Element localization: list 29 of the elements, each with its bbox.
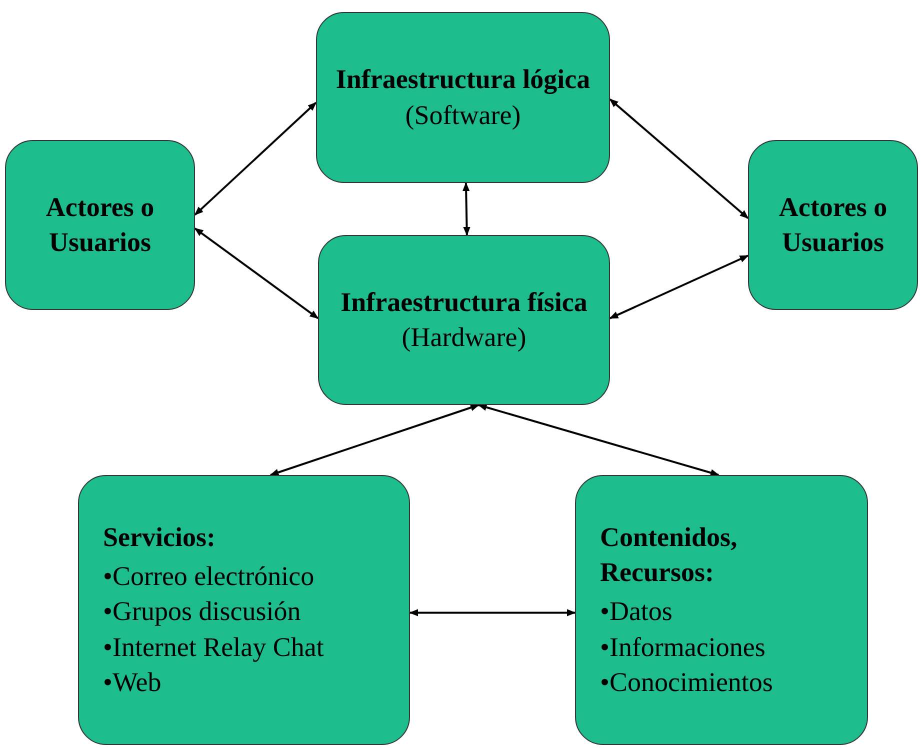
double-arrow	[194, 102, 317, 216]
process-box	[316, 12, 610, 183]
double-arrow	[270, 404, 480, 476]
box-heading: Infraestructura lógica	[336, 63, 590, 96]
double-arrow	[462, 182, 470, 236]
process-box	[748, 140, 918, 310]
list-item: •Internet Relay Chat	[103, 630, 324, 664]
box-subtitle: (Hardware)	[402, 321, 526, 354]
box-heading: Contenidos, Recursos:	[600, 521, 738, 590]
double-arrow	[478, 404, 720, 476]
box-heading: Actores o Usuarios	[778, 190, 888, 259]
double-arrow	[409, 609, 576, 616]
box-subtitle: (Software)	[405, 98, 521, 132]
list-item: •Conocimientos	[600, 666, 773, 699]
list-item: •Datos	[600, 595, 672, 628]
process-box	[318, 235, 610, 405]
double-arrow	[609, 254, 749, 320]
process-box	[575, 475, 868, 745]
box-heading: Servicios:	[103, 521, 216, 554]
double-arrow	[609, 98, 749, 219]
list-item: •Informaciones	[600, 630, 766, 664]
list-item: •Grupos discusión	[103, 595, 301, 628]
process-box	[78, 475, 410, 745]
box-heading: Infraestructura física	[340, 286, 588, 319]
box-heading: Actores o Usuarios	[44, 190, 156, 259]
process-box	[5, 140, 195, 310]
double-arrow	[194, 228, 319, 320]
list-item: •Web	[103, 666, 162, 699]
list-item: •Correo electrónico	[103, 560, 314, 594]
